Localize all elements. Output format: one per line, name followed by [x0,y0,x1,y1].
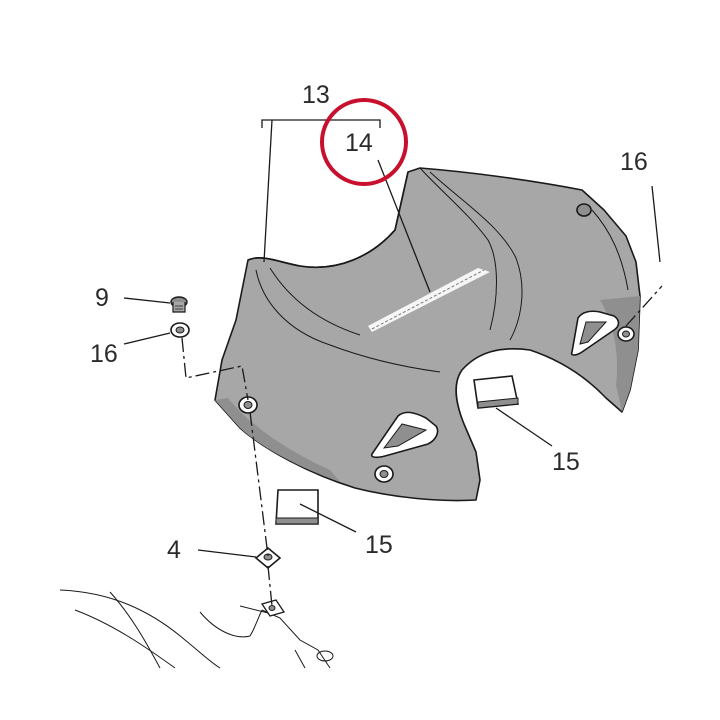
bracket-13 [261,119,381,128]
assembly-lines [181,285,663,607]
callout-13: 13 [302,81,330,109]
leader-lines [123,119,661,558]
mount-hole-top [576,203,592,217]
mount-hole-right [617,326,635,342]
washer-part-left [170,322,190,338]
highlight-circle [320,98,408,186]
callout-15-lower: 15 [365,531,393,559]
callout-4: 4 [167,536,181,564]
callout-14: 14 [345,129,373,157]
adhesive-pad-lower [275,489,319,525]
callout-15-upper: 15 [552,448,580,476]
callout-labels: 13 14 16 9 16 15 15 4 [90,81,648,564]
panel-shade-right [600,296,640,412]
screw-part [170,296,188,313]
callout-16-left: 16 [90,340,118,368]
vent-left [370,411,439,459]
decal-strip [368,268,490,332]
panel-shade-left [215,398,340,482]
adhesive-pad-upper [473,375,519,409]
lower-mount-tab [260,599,286,617]
vent-right [570,310,620,356]
callout-16-right: 16 [620,148,648,176]
clip-nut-part [254,546,282,570]
mount-hole-left [238,396,258,414]
mount-hole-bottom [374,465,394,483]
lower-body-outline [59,589,334,669]
fairing-panel [214,167,641,502]
callout-9: 9 [95,284,109,312]
